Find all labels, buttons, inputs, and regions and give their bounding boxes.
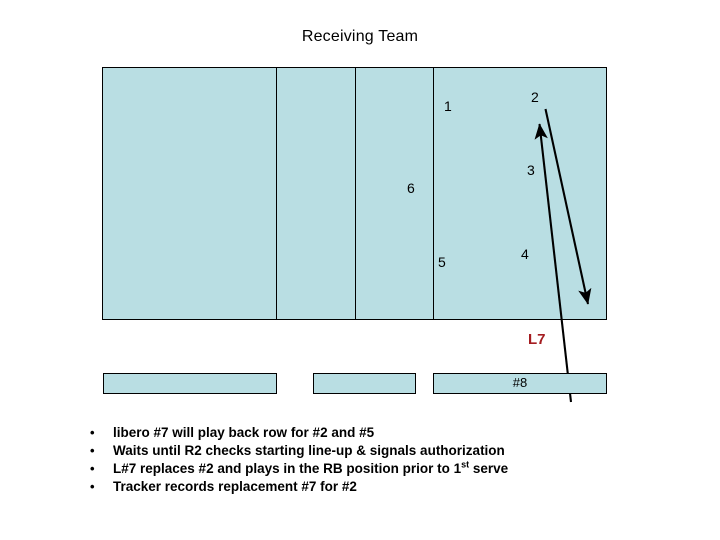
list-item-text: Tracker records replacement #7 for #2	[113, 479, 357, 494]
court-divider-3	[433, 68, 434, 319]
list-item-text: libero #7 will play back row for #2 and …	[113, 425, 375, 440]
court-divider-2	[355, 68, 356, 319]
volleyball-court	[102, 67, 607, 320]
court-divider-1	[276, 68, 277, 319]
bullet-icon: •	[90, 479, 95, 494]
bullet-icon: •	[90, 461, 95, 476]
bench-bar-right: #8	[433, 373, 607, 394]
court-position-2: 2	[531, 89, 539, 105]
court-position-6: 6	[407, 180, 415, 196]
ordinal-suffix: st	[461, 459, 470, 470]
court-position-5: 5	[438, 254, 446, 270]
court-position-4: 4	[521, 246, 529, 262]
bullet-icon: •	[90, 425, 95, 440]
list-item-text: L#7 replaces #2 and plays in the RB posi…	[113, 460, 508, 478]
libero-label: L7	[528, 331, 546, 348]
list-item: • Tracker records replacement #7 for #2	[84, 478, 684, 496]
bench-bar-middle	[313, 373, 416, 394]
court-position-1: 1	[444, 98, 452, 114]
page-title: Receiving Team	[301, 28, 419, 45]
list-item-text-pre: L#7 replaces #2 and plays in the RB posi…	[113, 461, 462, 476]
court-position-3: 3	[527, 162, 535, 178]
list-item: • Waits until R2 checks starting line-up…	[84, 442, 684, 460]
list-item: • libero #7 will play back row for #2 an…	[84, 424, 684, 442]
notes-list: • libero #7 will play back row for #2 an…	[84, 424, 684, 496]
bench-bar-left	[103, 373, 277, 394]
bullet-icon: •	[90, 443, 95, 458]
list-item: • L#7 replaces #2 and plays in the RB po…	[84, 460, 684, 478]
list-item-text: Waits until R2 checks starting line-up &…	[113, 443, 505, 458]
list-item-text-post: serve	[469, 461, 509, 476]
